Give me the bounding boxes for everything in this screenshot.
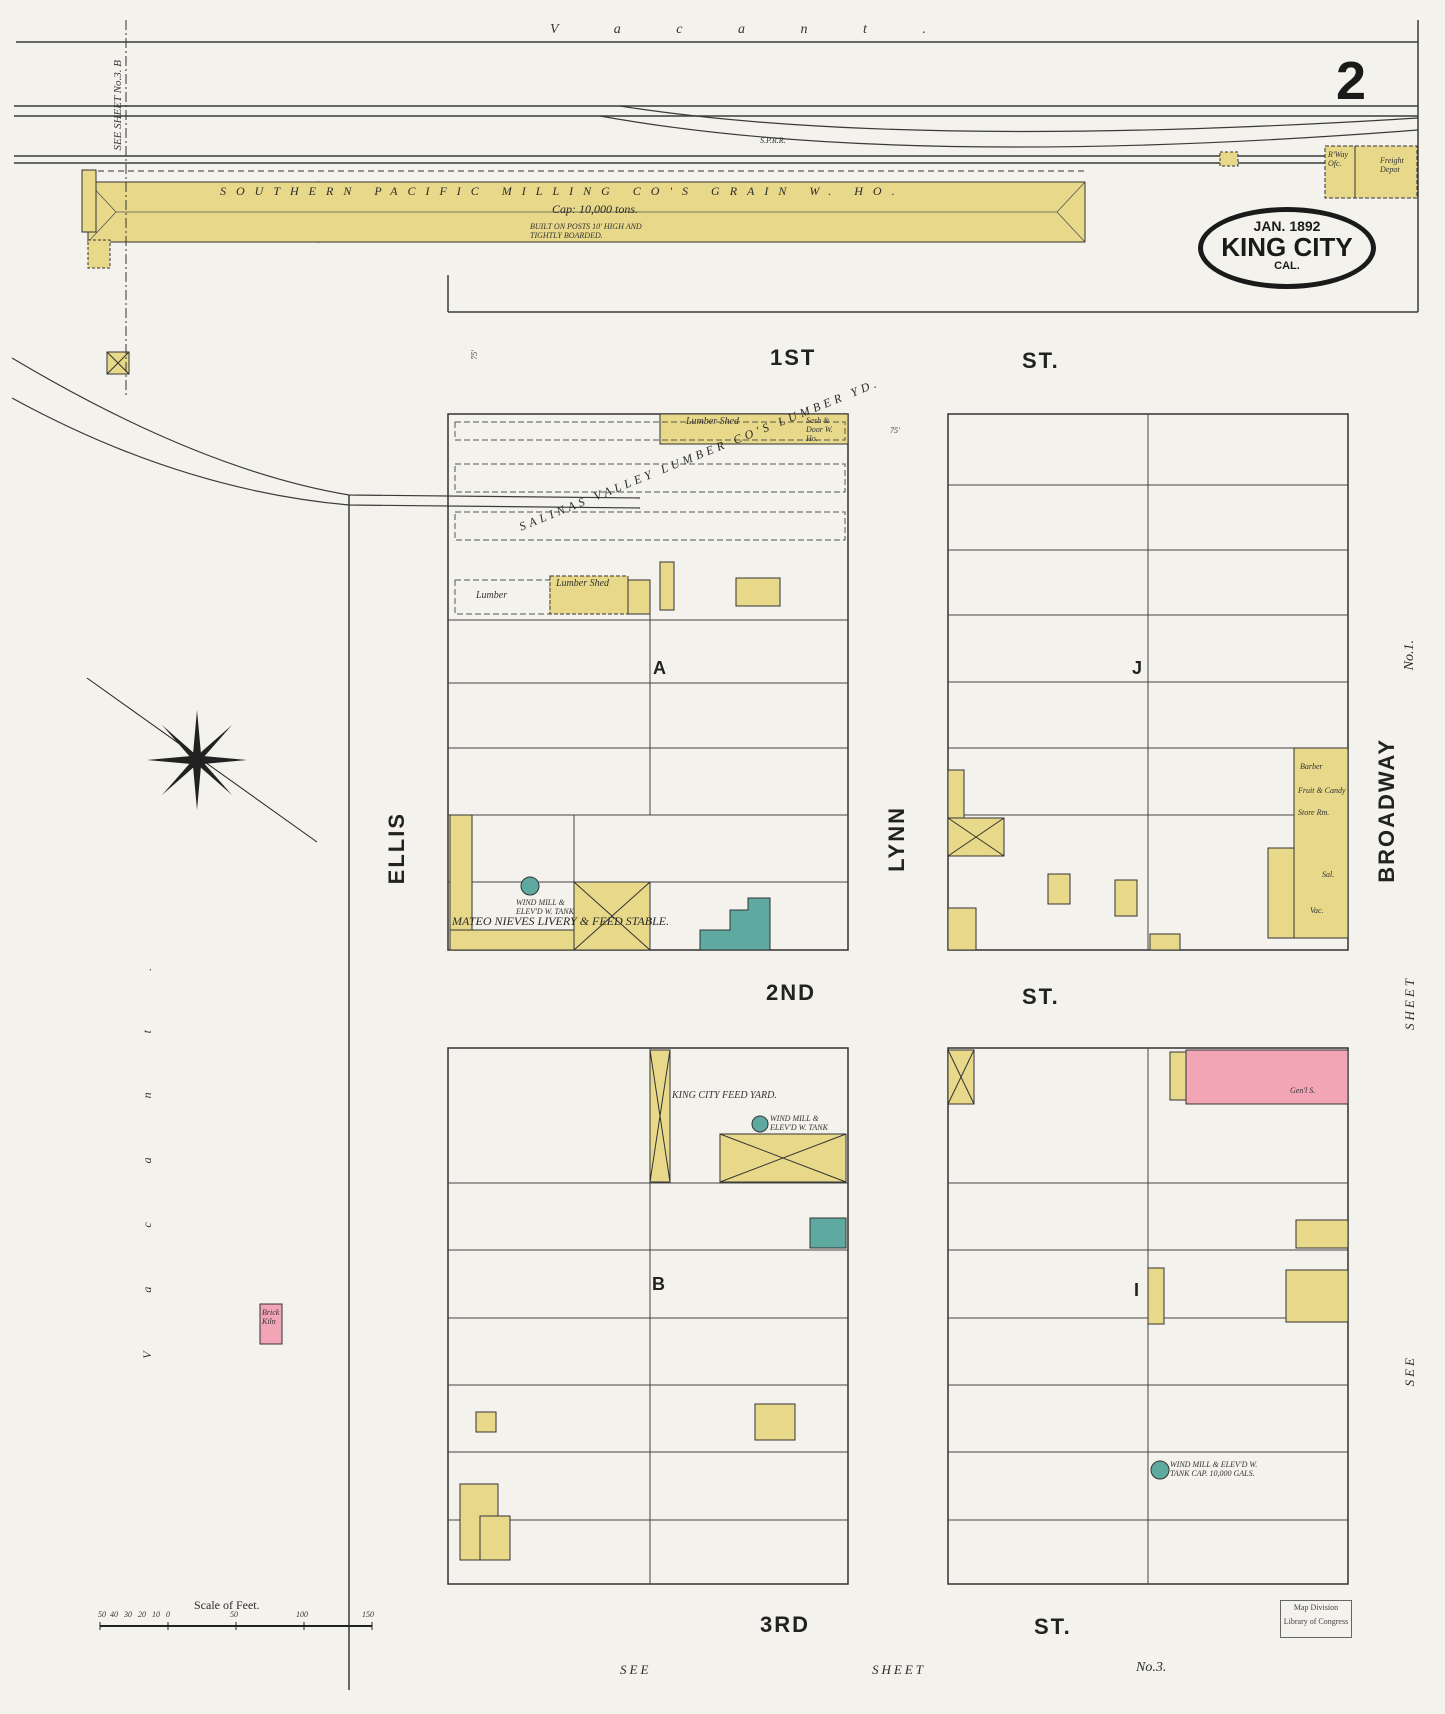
scale-title: Scale of Feet. [194,1598,260,1612]
sheet-label-bottom: SHEET [872,1662,926,1677]
freight-depot [1324,145,1418,199]
street-lynn: LYNN [884,806,909,872]
vacant-top-label: V a c a n t . [550,22,952,37]
warehouse-office [87,239,111,269]
city-name: KING CITY [1221,232,1353,262]
sheet-label-right: SHEET [1402,976,1417,1030]
sal-label: Sal. [1322,870,1335,879]
street-second-st: ST. [1022,984,1060,1009]
scale-tick-4: 10 [152,1610,160,1619]
street-ellis: ELLIS [384,812,409,885]
block-j [947,413,1349,951]
sheet-number: 2 [1336,51,1367,111]
grain-cap-label: Cap: 10,000 tons. [552,202,639,216]
freight-depot-label: Freight Depot [1380,156,1404,174]
block-i [947,1047,1349,1585]
railroad-label: S.P.R.R. [760,136,786,145]
block-a [447,413,849,951]
warehouse-roof-lines [87,181,1086,243]
block-i-letter: I [1134,1280,1140,1300]
scale-tick-0: 50 [98,1610,106,1619]
street-first-number: 1ST [770,345,817,370]
street-second-number: 2ND [766,980,817,1005]
wind-mill-b-label: WIND MILL & ELEV'D W. TANK [770,1114,828,1132]
warehouse-end-bldg [81,169,97,233]
scale-tick-7: 100 [296,1610,308,1619]
feed-yard-label: KING CITY FEED YARD. [672,1090,777,1101]
livery-label: MATEO NIEVES LIVERY & FEED STABLE. [452,914,670,928]
library-stamp: Map Division Library of Congress [1280,1600,1352,1638]
dimension-label-a: 75' [470,350,479,360]
brick-kiln [259,1303,283,1345]
scale-bar [99,1622,373,1630]
lumber-label: Lumber [476,590,508,601]
scale-tick-5: 0 [166,1610,170,1619]
block-a-letter: A [653,658,666,678]
fruit-candy-label: Fruit & Candy [1298,786,1346,795]
see-label-right: SEE [1402,1355,1417,1387]
title-cartouche: JAN. 1892 KING CITY CAL. [1198,207,1376,289]
lumber-shed-label: Lumber Shed [686,416,740,427]
street-first-st: ST. [1022,348,1060,373]
see-sheet-left: SEE SHEET No.3. B [112,60,124,151]
scale-tick-6: 50 [230,1610,238,1619]
map-frame [14,20,1419,1690]
scale-tick-8: 150 [362,1610,374,1619]
street-third-number: 3RD [760,1612,811,1637]
shed-cross [106,351,130,375]
block-j-letter: J [1132,658,1143,678]
gen-store-label: Gen'l S. [1290,1086,1316,1095]
state-name: CAL. [1274,260,1300,272]
railroad-spur [11,105,1419,509]
map-date: JAN. 1892 [1253,218,1321,234]
scale-tick-2: 30 [124,1610,132,1619]
block-b [447,1047,849,1585]
grain-warehouse-label: SOUTHERN PACIFIC MILLING CO'S GRAIN W. H… [220,184,905,198]
barber-label: Barber [1300,762,1323,771]
no1-label-right: No.1. [1402,640,1417,671]
street-broadway: BROADWAY [1374,738,1399,883]
grain-note-label: BUILT ON POSTS 10' HIGH AND TIGHTLY BOAR… [530,222,642,240]
small-shed-top [1219,151,1239,167]
compass-rose-icon [86,677,318,843]
railway-office-label: R'Way Ofc. [1328,150,1349,168]
wind-mill-a-label: WIND MILL & ELEV'D W. TANK [516,898,574,916]
scale-tick-1: 40 [110,1610,118,1619]
sash-door-label: Sash & Door W. Ho. [806,416,833,443]
street-third-st: ST. [1034,1614,1072,1639]
store-rm-label: Store Rm. [1298,808,1330,817]
dimension-label-b: 75' [890,426,900,435]
vac-label: Vac. [1310,906,1324,915]
brick-kiln-label: Brick Kiln [262,1308,280,1326]
see-label-bottom: SEE [620,1662,652,1677]
no3-label-bottom: No.3. [1136,1660,1167,1675]
scale-tick-3: 20 [138,1610,146,1619]
block-b-letter: B [652,1274,665,1294]
vacant-left-label: V a c a n t . [140,940,154,1359]
wind-mill-i-label: WIND MILL & ELEV'D W. TANK CAP. 10,000 G… [1170,1460,1258,1478]
lumber-shed-2-label: Lumber Shed [556,578,610,589]
